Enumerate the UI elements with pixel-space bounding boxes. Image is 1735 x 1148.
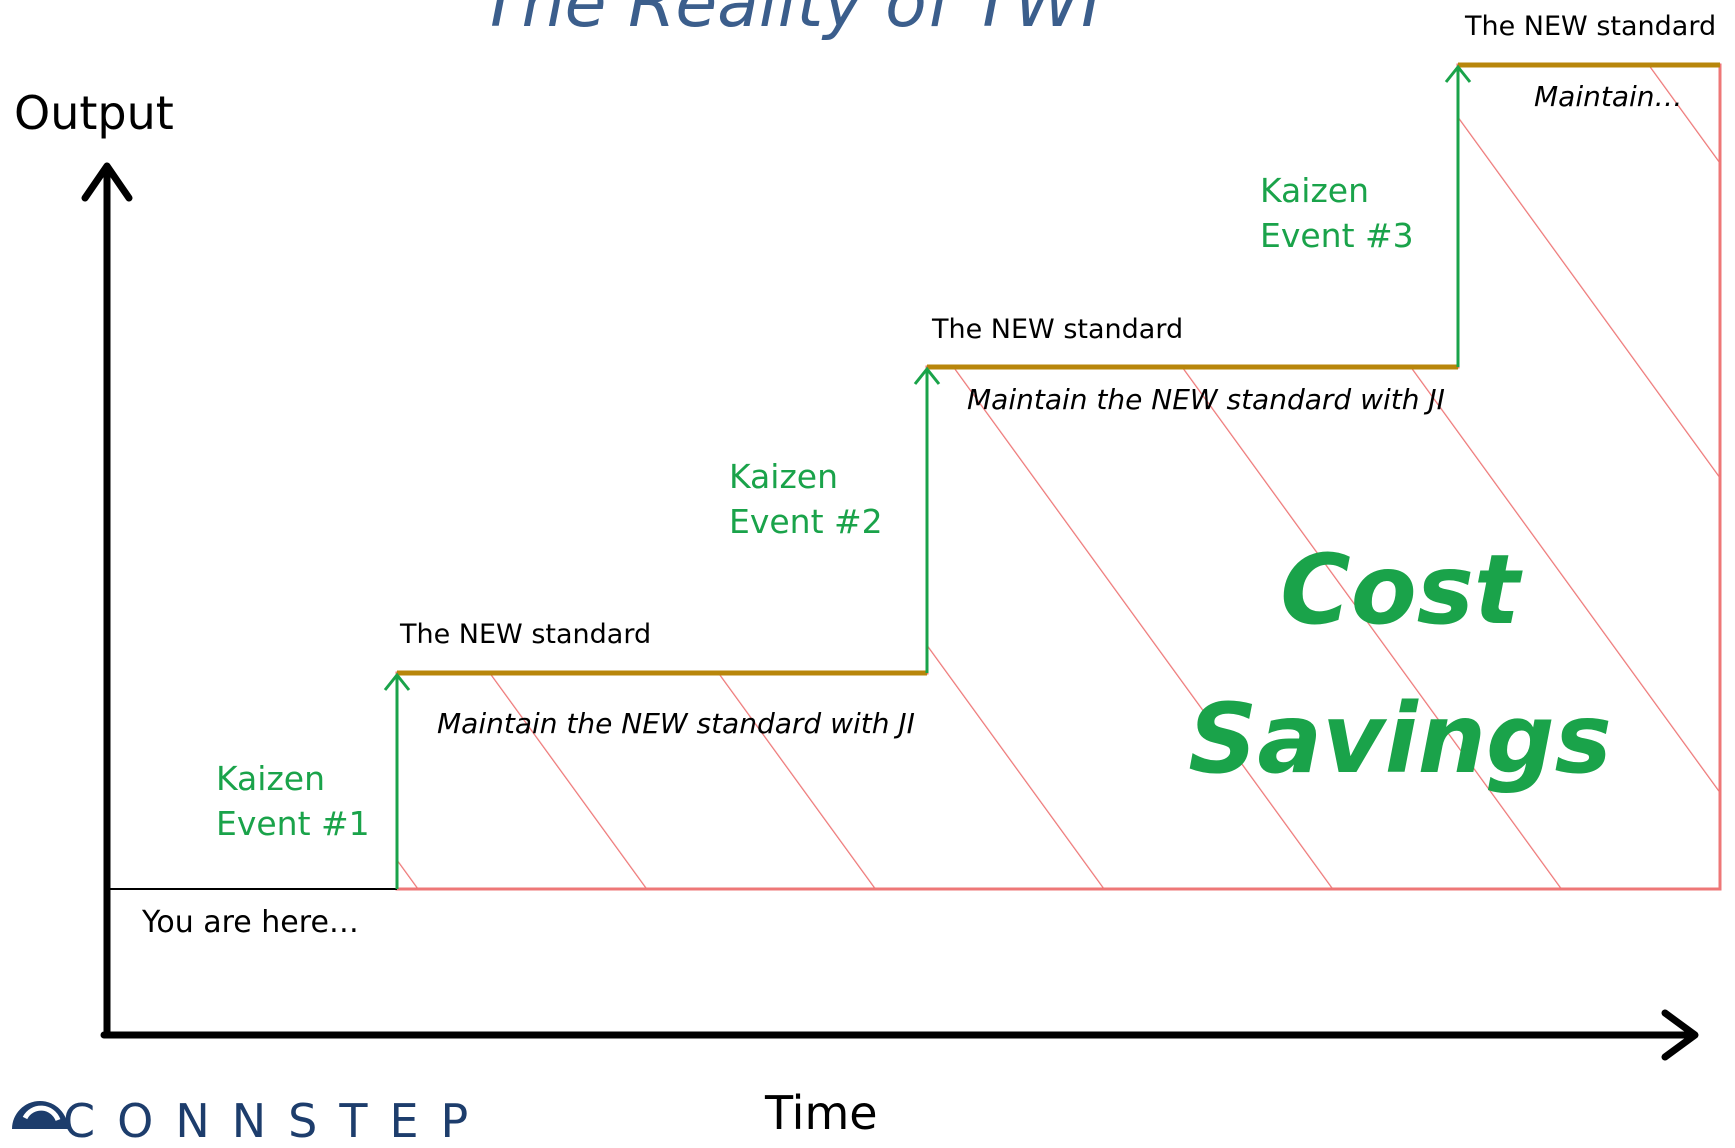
- maintain-standard-label-3: Maintain…: [1534, 80, 1683, 113]
- y-axis: [81, 162, 133, 1039]
- you-are-here-label: You are here…: [142, 905, 359, 940]
- step-arrow-1: [383, 672, 411, 889]
- new-standard-label-3: The NEW standard: [1465, 11, 1717, 42]
- kaizen-event-3-label: Kaizen Event #3: [1260, 171, 1414, 255]
- arrow-right-icon: [1661, 1009, 1699, 1061]
- x-axis: [100, 1009, 1699, 1061]
- arrow-up-icon: [913, 366, 941, 385]
- arrow-up-icon: [1444, 64, 1472, 83]
- logo-icon: [12, 1101, 68, 1129]
- new-standard-label-2: The NEW standard: [932, 314, 1184, 345]
- arrow-up-icon: [383, 672, 411, 691]
- cost-savings-label: Cost Savings: [1188, 534, 1612, 795]
- step-arrow-2: [913, 366, 941, 673]
- arrow-up-icon: [81, 162, 133, 202]
- kaizen-event-2-label: Kaizen Event #2: [729, 457, 883, 541]
- slide-title: The Reality of TWI: [480, 0, 1102, 43]
- maintain-standard-label-1: Maintain the NEW standard with JI: [437, 707, 915, 740]
- new-standard-label-1: The NEW standard: [400, 619, 652, 650]
- y-axis-label: Output: [14, 86, 174, 140]
- kaizen-event-1-label: Kaizen Event #1: [216, 759, 370, 843]
- x-axis-label: Time: [765, 1086, 878, 1140]
- step-arrow-3: [1444, 64, 1472, 367]
- logo-wordmark: CONNSTEP: [63, 1094, 491, 1148]
- maintain-standard-label-2: Maintain the NEW standard with JI: [967, 383, 1445, 416]
